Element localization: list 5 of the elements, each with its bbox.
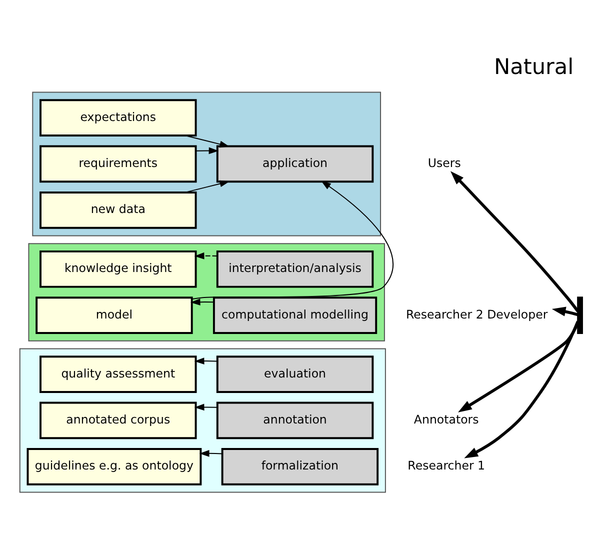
diagram-title: Natural	[494, 55, 574, 80]
node-text: Researcher 1	[408, 458, 486, 473]
node-text: Users	[428, 156, 461, 170]
node-text: Researcher 2 Developer	[406, 307, 548, 322]
node-text: Annotators	[414, 412, 479, 427]
